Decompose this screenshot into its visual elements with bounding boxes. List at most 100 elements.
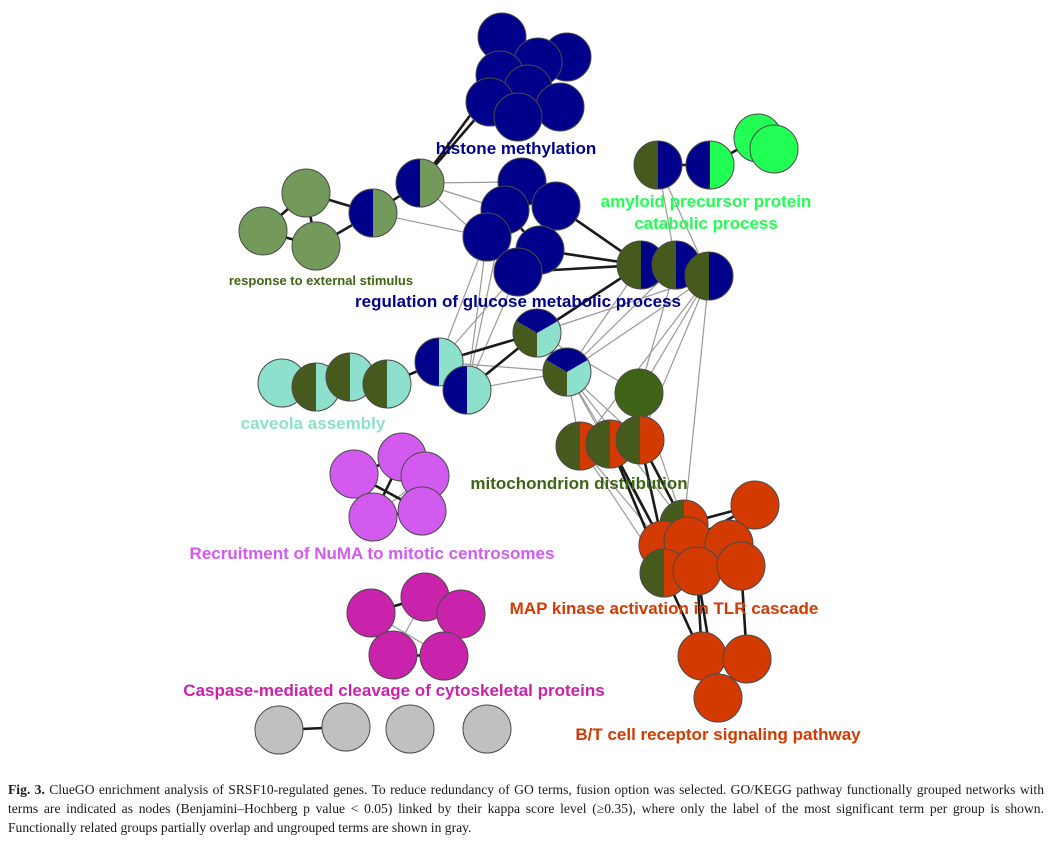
term-node-circle (238, 206, 288, 256)
term-node-half-left (634, 141, 658, 189)
term-node (385, 704, 435, 754)
term-node-ring (615, 415, 665, 465)
term-node-circle (716, 541, 766, 591)
term-node-circle (281, 168, 331, 218)
term-node-ring (684, 251, 734, 301)
term-node (321, 702, 371, 752)
label-caveola-assembly: caveola assembly (241, 414, 386, 433)
term-node (633, 140, 683, 190)
term-node-half-right (373, 189, 397, 237)
term-node-circle (321, 702, 371, 752)
term-node-ring (414, 337, 464, 387)
term-node (329, 449, 379, 499)
term-node-circle (672, 546, 722, 596)
term-node-half-left (640, 549, 664, 597)
cluego-network-diagram: histone methylation amyloid precursor pr… (183, 12, 861, 755)
term-node-ring (442, 365, 492, 415)
term-node-circle (749, 124, 799, 174)
term-node-half-right (467, 366, 491, 414)
term-node (442, 365, 492, 415)
term-node-ring (512, 308, 562, 358)
term-node-wedge (567, 360, 592, 396)
label-histone-methylation: histone methylation (436, 139, 597, 158)
term-node-half-left (556, 422, 580, 470)
term-node (348, 492, 398, 542)
term-node-wedge (543, 360, 567, 396)
term-node-circle (436, 589, 486, 639)
label-caspase-cleavage: Caspase-mediated cleavage of cytoskeleta… (183, 681, 604, 700)
term-node-ring (542, 347, 592, 397)
term-node-circle (462, 212, 512, 262)
term-node-circle (693, 673, 743, 723)
label-response-external-stimulus: response to external stimulus (229, 273, 413, 288)
term-node-half-left (415, 338, 439, 386)
network-nodes (238, 12, 799, 755)
term-node-circle (368, 630, 418, 680)
term-node (397, 486, 447, 536)
term-node (362, 359, 412, 409)
term-node (615, 415, 665, 465)
term-node-circle (493, 92, 543, 142)
term-node (730, 480, 780, 530)
term-node (419, 631, 469, 681)
term-node-wedge (537, 321, 562, 357)
term-node (677, 631, 727, 681)
term-node (531, 181, 581, 231)
term-node (672, 546, 722, 596)
term-node-half-left (326, 353, 350, 401)
label-numa-recruitment: Recruitment of NuMA to mitotic centrosom… (190, 544, 555, 563)
term-node (346, 588, 396, 638)
term-node (291, 221, 341, 271)
term-node-wedge (546, 348, 588, 372)
term-node-circle (493, 247, 543, 297)
figure-caption-text: ClueGO enrichment analysis of SRSF10-reg… (8, 782, 1044, 835)
term-node-half-left (363, 360, 387, 408)
term-node-half-left (616, 416, 640, 464)
term-node-half-left (292, 363, 316, 411)
label-amyloid-line-2: catabolic process (634, 214, 778, 233)
term-node-half-right (658, 141, 682, 189)
label-amyloid-line-1: amyloid precursor protein (601, 192, 812, 211)
term-node-half-left (686, 141, 710, 189)
term-node (348, 188, 398, 238)
term-node (238, 206, 288, 256)
term-node-half-left (685, 252, 709, 300)
term-node-wedge (516, 309, 558, 333)
term-node (614, 368, 664, 418)
term-node-circle (397, 486, 447, 536)
term-node-ring (395, 158, 445, 208)
term-node (722, 634, 772, 684)
term-node-half-left (443, 366, 467, 414)
term-node-half-left (652, 241, 676, 289)
term-node-circle (254, 705, 304, 755)
term-node-ring (362, 359, 412, 409)
term-node-circle (329, 449, 379, 499)
term-node-half-left (349, 189, 373, 237)
term-node (693, 673, 743, 723)
term-node-circle (677, 631, 727, 681)
term-node-ring (685, 140, 735, 190)
term-node-half-right (387, 360, 411, 408)
term-node (493, 247, 543, 297)
term-node-circle (419, 631, 469, 681)
term-node (462, 212, 512, 262)
term-node (493, 92, 543, 142)
term-node (254, 705, 304, 755)
term-node (685, 140, 735, 190)
term-node (535, 82, 585, 132)
term-node-wedge (513, 321, 537, 357)
network-edge (683, 275, 710, 525)
network-edge (566, 275, 710, 373)
network-edge (566, 264, 677, 373)
term-node (542, 347, 592, 397)
term-node (684, 251, 734, 301)
term-node-circle (346, 588, 396, 638)
label-mitochondrion-distribution: mitochondrion distribution (470, 474, 687, 493)
term-node (395, 158, 445, 208)
term-node-half-right (420, 159, 444, 207)
term-node-half-right (640, 416, 664, 464)
term-node (281, 168, 331, 218)
group-labels: histone methylation amyloid precursor pr… (183, 139, 861, 744)
term-node (368, 630, 418, 680)
term-node-circle (535, 82, 585, 132)
